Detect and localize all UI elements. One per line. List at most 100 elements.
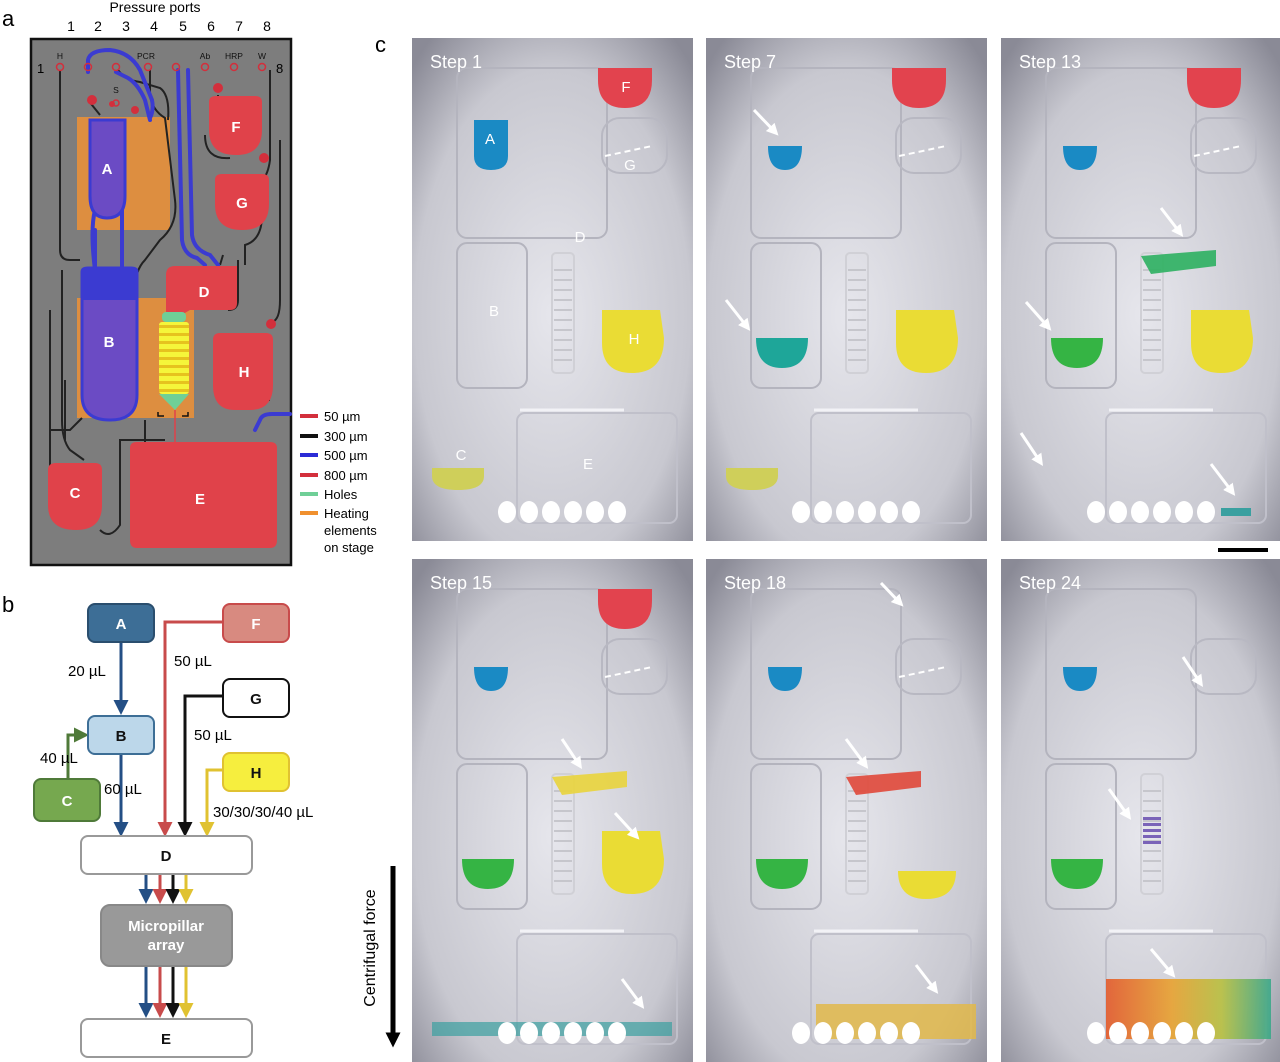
dashed-marker — [1193, 145, 1242, 157]
panel-label-b: b — [2, 592, 14, 617]
chip-outline — [810, 933, 972, 1045]
light-reflection — [836, 501, 854, 523]
indicator-arrow — [620, 978, 645, 1009]
chip-outline — [810, 412, 972, 524]
port-number: 7 — [235, 18, 243, 34]
light-reflection — [542, 1022, 560, 1044]
photo-chamber-label: E — [583, 456, 593, 473]
indicator-arrow — [1209, 463, 1236, 496]
step-photo: Step 7 — [706, 38, 987, 541]
light-reflection — [836, 1022, 854, 1044]
light-reflection — [814, 1022, 832, 1044]
indicator-arrow — [724, 299, 751, 331]
node-c-label: C — [62, 793, 73, 810]
light-reflection — [1109, 1022, 1127, 1044]
indicator-arrow — [1024, 301, 1052, 331]
chamber-c-liquid — [726, 468, 778, 490]
legend-label: 50 µm — [324, 409, 360, 424]
chamber-b-liquid — [1051, 338, 1103, 368]
light-reflection — [520, 501, 538, 523]
port-number: 5 — [179, 18, 187, 34]
node-g-label: G — [250, 691, 262, 708]
chamber-a-liquid — [474, 667, 508, 691]
step-photo: Step 24 — [1001, 559, 1280, 1062]
light-reflection — [1153, 1022, 1171, 1044]
legend: 50 µm 300 µm 500 µm 800 µm Holes Heating… — [300, 409, 377, 555]
chamber-e-label: E — [195, 491, 205, 508]
chamber-h-liquid — [602, 310, 664, 373]
chip-outline — [895, 117, 962, 174]
micropillar-ladder — [845, 773, 869, 895]
pillar-band — [1143, 823, 1161, 826]
chip-outline — [456, 242, 528, 389]
step-photo: Step 18 — [706, 559, 987, 1062]
node-a-label: A — [116, 616, 127, 633]
chamber-a-liquid — [474, 120, 508, 170]
side-number-right: 8 — [276, 61, 283, 76]
valve-dots — [87, 83, 276, 329]
photo-chamber-label: C — [456, 447, 467, 464]
port-name-labels: H PCR Ab HRP W S — [57, 51, 266, 95]
photo-chamber-label: H — [629, 331, 640, 348]
node-h — [222, 752, 290, 792]
chip-outline — [516, 933, 678, 1045]
chamber-d-label: D — [199, 284, 210, 301]
chip-outline — [456, 67, 608, 239]
chamber-f-liquid — [598, 589, 652, 629]
photo-chamber-label: B — [489, 303, 499, 320]
pillar-band — [1143, 817, 1161, 820]
node-f — [222, 603, 290, 643]
node-h-label: H — [251, 765, 262, 782]
step-label: Step 18 — [724, 573, 786, 593]
light-reflection — [498, 501, 516, 523]
chamber-c-label: C — [70, 485, 81, 502]
port-name-pcr: PCR — [137, 51, 155, 61]
light-reflection — [858, 501, 876, 523]
step-photo: Step 15 — [412, 559, 693, 1062]
chamber-b-label: B — [104, 334, 115, 351]
legend-label: Holes — [324, 487, 358, 502]
legend-label: 300 µm — [324, 429, 368, 444]
chamber-h-label: H — [239, 364, 250, 381]
light-reflection — [880, 1022, 898, 1044]
port-number: 6 — [207, 18, 215, 34]
chamber-a-liquid — [1063, 146, 1097, 170]
node-micropillar-label-line1: Micropillar — [128, 918, 204, 935]
chamber-g — [215, 174, 269, 230]
legend-label-line: on stage — [324, 540, 374, 555]
chip-outline — [1045, 763, 1117, 910]
chamber-a-liquid — [768, 667, 802, 691]
chamber-f-liquid — [598, 68, 652, 108]
micropillar-ladder — [1140, 252, 1164, 374]
step-label: Step 13 — [1019, 52, 1081, 72]
light-reflection — [1175, 1022, 1193, 1044]
volume-a-to-b: 20 µL — [68, 663, 106, 680]
indicator-arrow — [1181, 656, 1203, 687]
indicator-arrow — [914, 964, 939, 994]
node-micropillar — [100, 904, 233, 967]
micropillar-top-hole — [162, 312, 186, 322]
light-reflection — [880, 501, 898, 523]
chamber-b-liquid — [462, 859, 514, 889]
photo-chamber-label: A — [485, 131, 495, 148]
chamber-h-liquid — [896, 310, 958, 373]
light-reflection — [608, 1022, 626, 1044]
light-reflection — [1175, 501, 1193, 523]
chamber-d-liquid — [846, 771, 921, 795]
chamber-h-liquid — [602, 831, 664, 894]
light-reflection — [608, 501, 626, 523]
port-number: 1 — [67, 18, 75, 34]
volume-b-to-d: 60 µL — [104, 781, 142, 798]
port-name-hrp: HRP — [225, 51, 243, 61]
pillar-band — [1143, 835, 1161, 838]
light-reflection — [1087, 501, 1105, 523]
volume-c-to-b: 40 µL — [40, 750, 78, 767]
light-reflection — [1153, 501, 1171, 523]
light-reflection — [1131, 501, 1149, 523]
chamber-a — [88, 118, 127, 220]
chamber-b-top — [82, 268, 137, 300]
chip-outline — [601, 117, 668, 174]
